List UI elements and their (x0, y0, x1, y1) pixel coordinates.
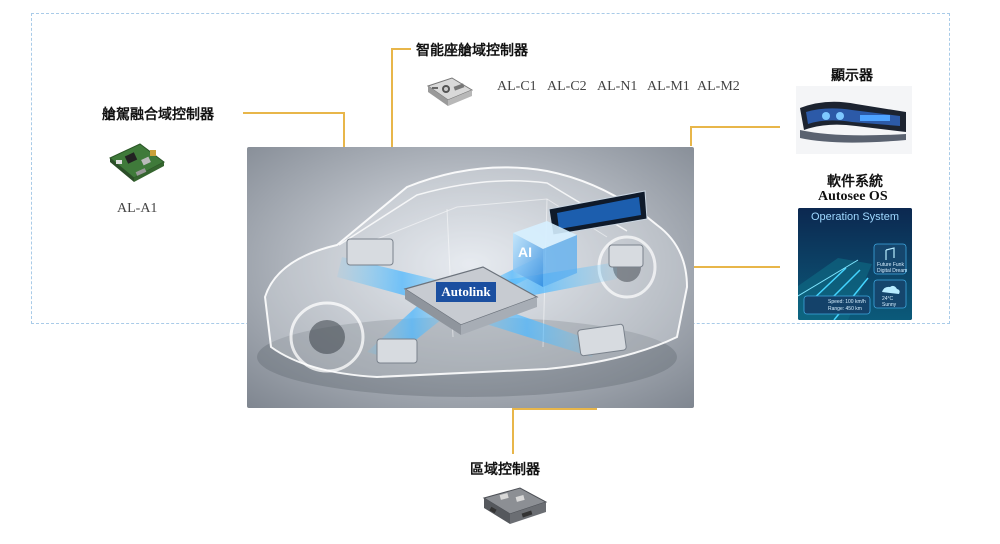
connector-zone-vertical (512, 408, 514, 454)
zone-controller-icon (478, 484, 550, 528)
software-title: 軟件系統 (827, 174, 883, 190)
connector-display-top (690, 126, 780, 128)
smart-cockpit-title: 智能座艙域控制器 (416, 43, 528, 59)
connector-display-down (690, 126, 692, 146)
autolink-badge: Autolink (436, 282, 496, 302)
cockpit-model-1: AL-C2 (547, 79, 587, 94)
adas-board-icon (106, 140, 166, 188)
cockpit-model-2: AL-N1 (597, 79, 638, 94)
cockpit-model-3: AL-M1 (647, 79, 690, 94)
os-range: Range: 450 km (828, 306, 862, 312)
connector-zone-horizontal (512, 408, 597, 410)
adas-fusion-title: 艙駕融合域控制器 (102, 107, 214, 123)
connector-cockpit-top (392, 48, 411, 50)
connector-cockpit-vertical (391, 48, 393, 173)
display-title: 顯示器 (831, 68, 873, 84)
cockpit-model-4: AL-M2 (697, 79, 740, 94)
os-speed: Speed: 100 km/h (828, 299, 866, 305)
os-screen: Operation System Future Funk Digital Dre… (798, 208, 912, 320)
zone-controller-title: 區域控制器 (470, 462, 540, 478)
connector-adas-top (243, 112, 344, 114)
adas-model-0: AL-A1 (117, 201, 158, 216)
os-music-info: Future Funk Digital Dream (877, 262, 908, 274)
car-architecture-illustration (247, 147, 694, 408)
os-screen-title: Operation System (810, 211, 900, 223)
display-screen-icon (796, 86, 912, 154)
os-name: Autosee OS (818, 189, 888, 204)
cockpit-model-0: AL-C1 (497, 79, 537, 94)
ai-cube-label: AI (518, 244, 532, 260)
os-weather: 24°C Sunny (882, 296, 897, 308)
cockpit-controller-icon (424, 76, 474, 108)
